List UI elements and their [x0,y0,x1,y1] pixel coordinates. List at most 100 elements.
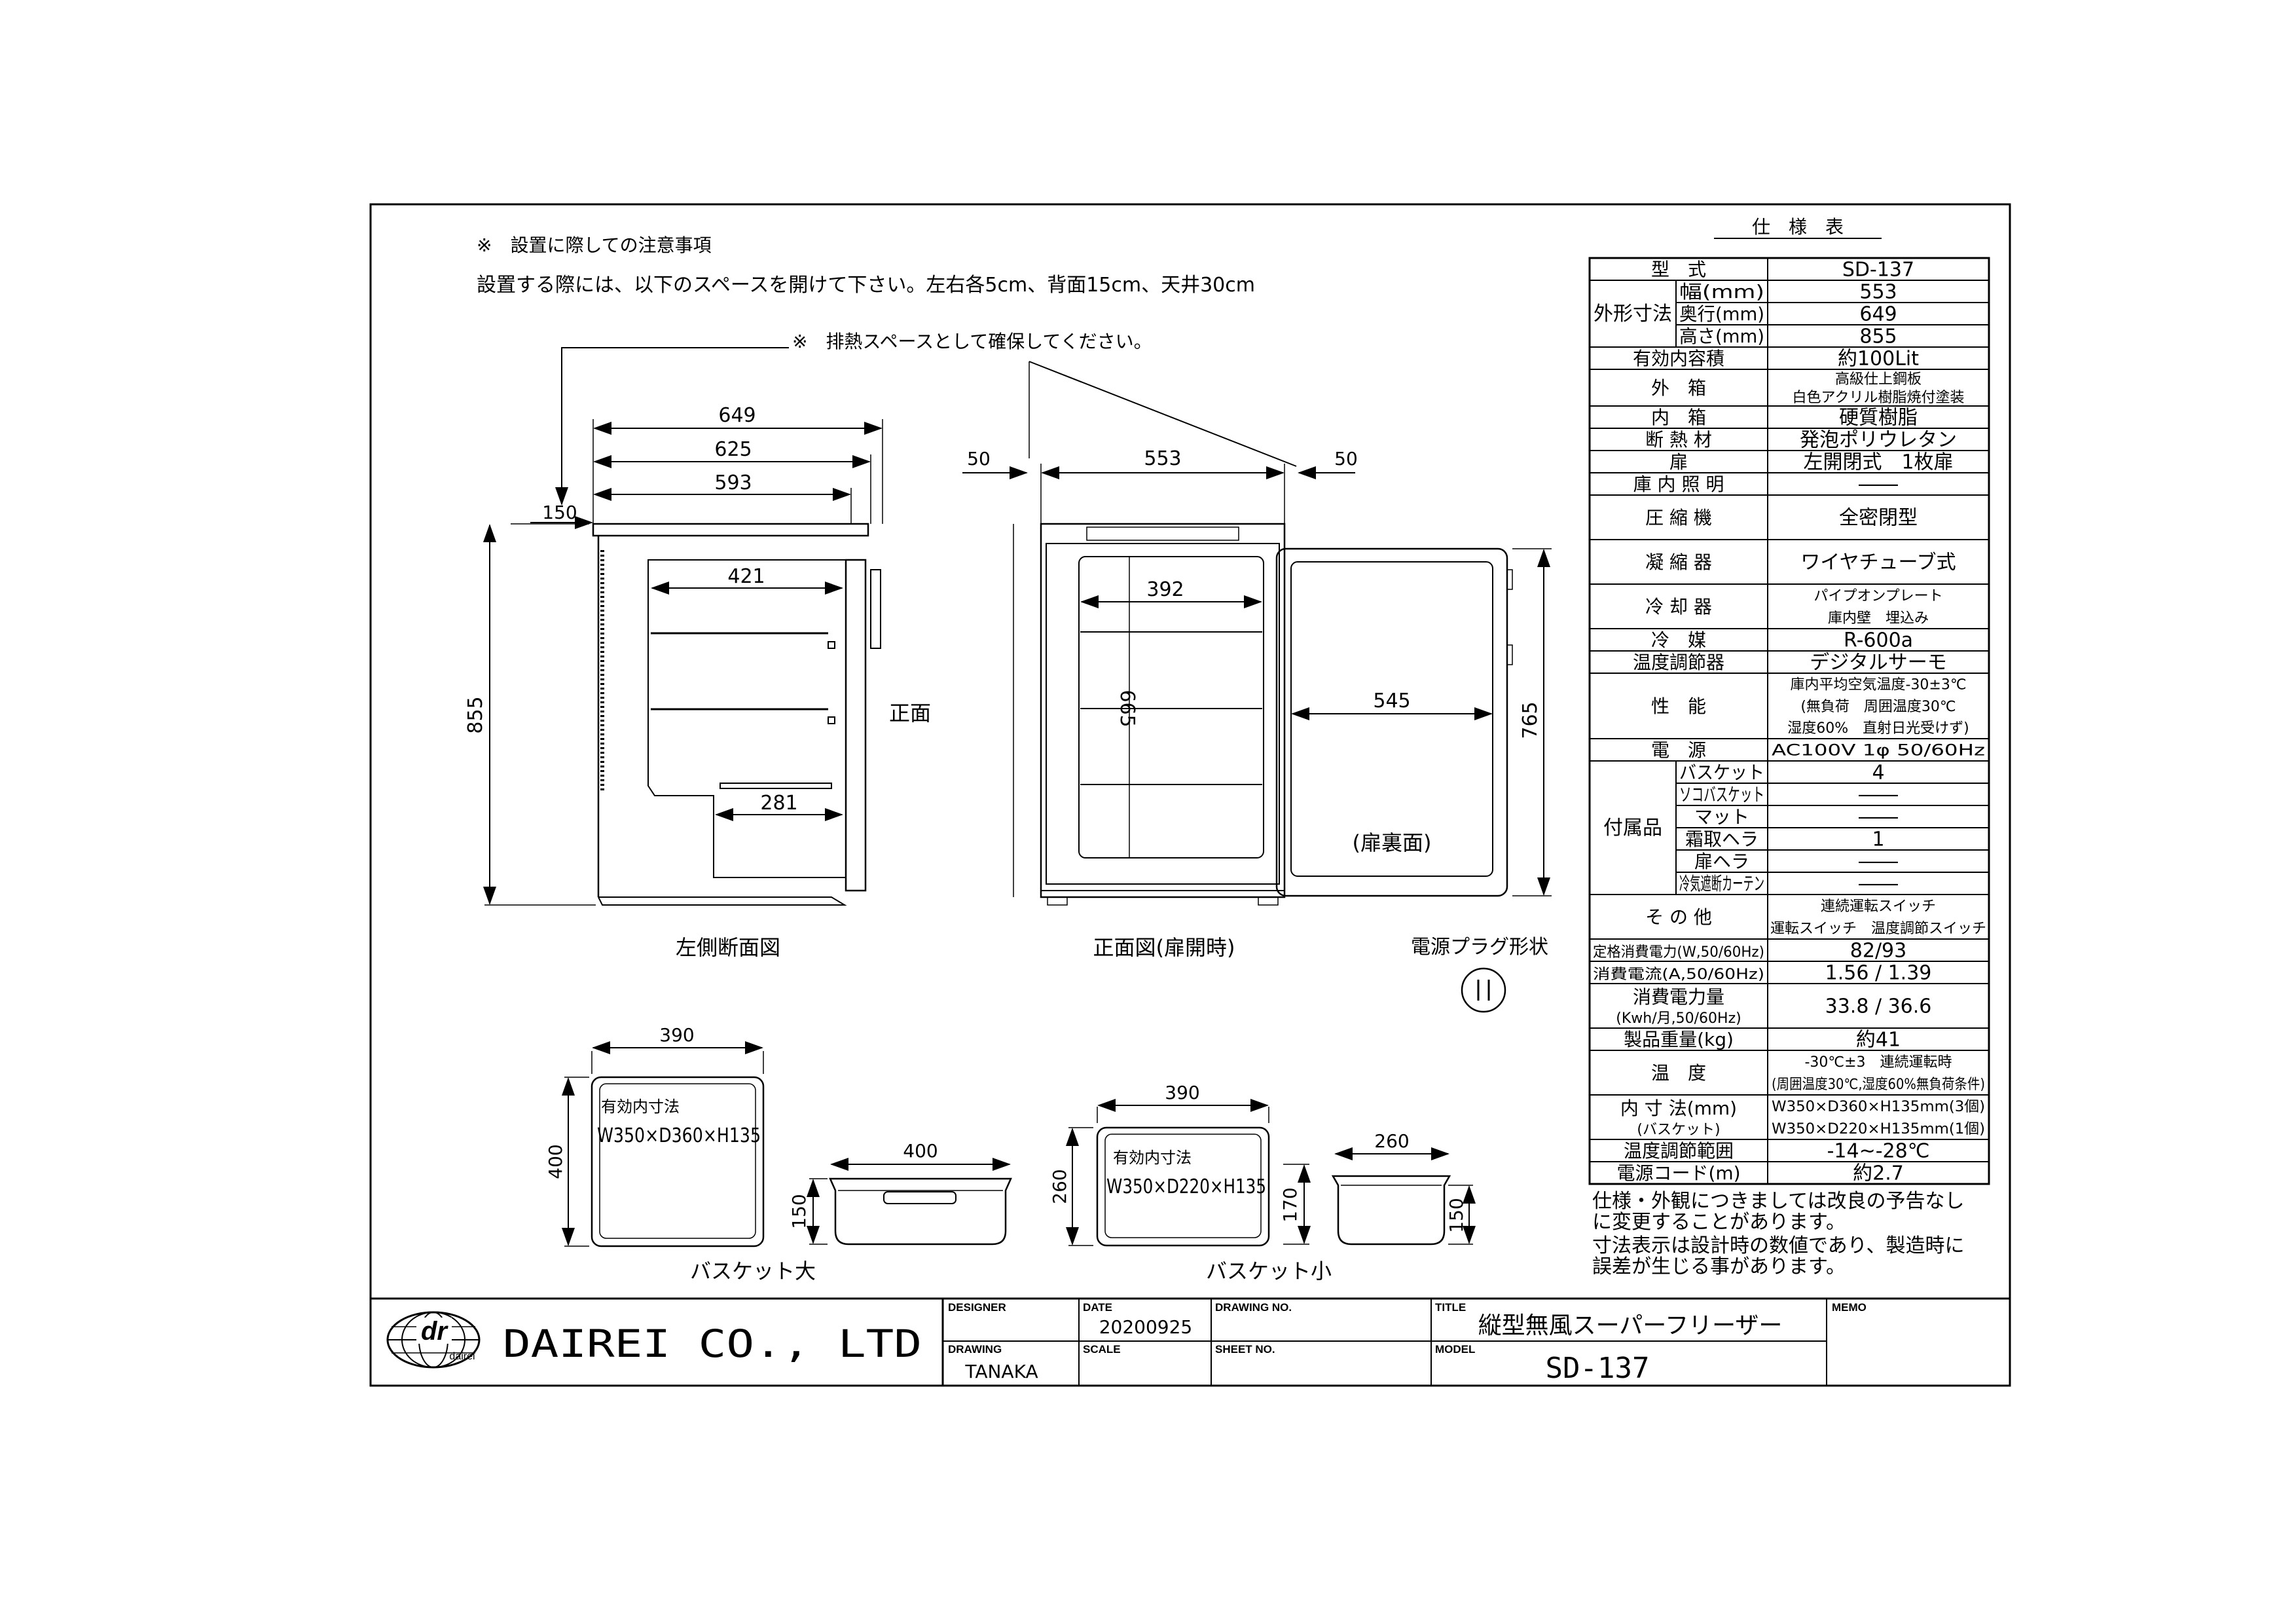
spec-row-value: 高級仕上鋼板 [1835,371,1922,388]
side-section-view: 649 625 593 150 421 281 855 [464,404,883,906]
date-value: 20200925 [1099,1316,1193,1338]
spec-row-value: 発泡ポリウレタン [1800,429,1957,452]
drawing-no-label: DRAWING NO. [1215,1301,1292,1314]
dim-281: 281 [760,792,797,815]
dim-625: 625 [714,438,752,461]
spec-row-label: 扉ヘラ [1694,851,1749,872]
spec-row-value: 運転スイッチ 温度調節スイッチ [1770,921,1986,937]
basket-large-depth: 400 [545,1144,566,1179]
dim-765: 765 [1519,701,1542,739]
spec-row-value: 約2.7 [1853,1162,1904,1185]
spec-group-label: 外形寸法 [1594,303,1672,325]
basket-small-length: 260 [1374,1130,1409,1152]
dim-649: 649 [718,404,756,427]
spec-row-value: 1.56 / 1.39 [1825,962,1932,985]
spec-row-value: ワイヤチューブ式 [1800,551,1956,574]
spec-title: 仕 様 表 [1752,216,1844,238]
spec-row-value: -30℃±3 連続運転時 [1804,1054,1952,1071]
dim-855: 855 [464,696,487,733]
spec-row-label: 性 能 [1651,695,1706,717]
spec-row-label: 冷気遮断カーテン [1679,873,1764,895]
spec-footnote-1: 仕様・外観につきましては改良の予告なし [1592,1190,1965,1213]
spec-footnote-3: 寸法表示は設計時の数値であり、製造時に [1592,1234,1965,1257]
spec-row-value: 4 [1872,762,1884,784]
spec-row-value: 約41 [1856,1029,1901,1052]
designer-label: DESIGNER [948,1301,1006,1314]
spec-row-value: 連続運転スイッチ [1821,898,1936,915]
spec-row-label: 断 熱 材 [1645,429,1712,451]
spec-row-label: 内 寸 法(mm) [1620,1098,1737,1119]
dim-545: 545 [1373,690,1410,712]
spec-row-value: 庫内平均空気温度-30±3℃ [1790,677,1966,693]
spec-row-value: 33.8 / 36.6 [1825,995,1932,1018]
basket-small-caption: バスケット小 [1206,1259,1332,1283]
logo-mark-text: dr [421,1317,448,1346]
date-label: DATE [1083,1301,1112,1314]
spec-row-value: 約100Lit [1838,348,1919,371]
spec-footnote-2: に変更することがあります。 [1592,1211,1846,1234]
sheet-no-label: SHEET NO. [1215,1343,1275,1356]
plug-symbol [1461,967,1506,1013]
basket-large-caption: バスケット大 [690,1259,816,1283]
company-logo: dr dairei [386,1311,481,1369]
exhaust-note: ※ 排熱スペースとして確保してください。 [792,331,1152,352]
spec-row-label: 有効内容積 [1633,348,1724,369]
notes-line: 設置する際には、以下のスペースを開けて下さい。左右各5cm、背面15cm、天井3… [477,274,1255,297]
spec-row-label: 霜取ヘラ [1685,828,1758,850]
spec-row-value: ―― [1859,873,1898,896]
company-name: DAIREI CO., LTD [503,1321,922,1366]
spec-row-label: 圧 縮 機 [1645,507,1712,528]
spec-row-value: 庫内壁 埋込み [1828,610,1929,627]
notes-heading: ※ 設置に際しての注意事項 [477,234,712,256]
spec-row-label: 内 箱 [1651,407,1706,428]
spec-row-label: 扉 [1669,451,1688,473]
basket-small-width: 390 [1165,1082,1199,1103]
spec-row-label: 高さ(mm) [1679,325,1764,347]
dim-50-right: 50 [1334,448,1358,470]
model-value: SD-137 [1546,1352,1650,1385]
plug-title: 電源プラグ形状 [1411,936,1548,959]
front-view: 50 553 50 392 665 545 (扉裏面) 765 [962,361,1552,906]
spec-row-label: ソコバスケット [1679,784,1764,805]
spec-row-value: AC100V 1φ 50/60Hz [1772,741,1985,760]
spec-row-value: 553 [1859,281,1897,304]
spec-row-value: ―― [1859,806,1898,829]
spec-row-label: 冷 媒 [1651,629,1706,651]
logo-sub-text: dairei [449,1351,475,1362]
spec-row-label-sub: (Kwh/月,50/60Hz) [1616,1010,1741,1027]
drawing-value: TANAKA [964,1361,1038,1382]
spec-row-value: 硬質樹脂 [1839,407,1918,430]
spec-row-label: 電 源 [1651,739,1706,761]
spec-row-label: 消費電流(A,50/60Hz) [1593,967,1764,983]
title-label: TITLE [1435,1301,1466,1314]
spec-row-label: 奥行(mm) [1679,303,1764,325]
spec-row-value: 全密閉型 [1839,507,1918,530]
spec-row-value: 白色アクリル樹脂焼付塗装 [1793,390,1965,406]
spec-row-value: パイプオンプレート [1813,588,1942,604]
spec-row-value: SD-137 [1842,259,1914,282]
spec-row-value: 82/93 [1850,940,1906,963]
basket-small-inner-label: 有効内寸法 [1113,1149,1192,1167]
side-view-caption: 左側断面図 [676,935,780,960]
front-label: 正面 [889,701,931,726]
spec-row-label: 製品重量(kg) [1624,1029,1734,1050]
drawing-label: DRAWING [948,1343,1002,1356]
door-back-label: (扉裏面) [1353,830,1432,855]
basket-small-depth: 260 [1049,1169,1070,1204]
memo-label: MEMO [1832,1301,1867,1314]
spec-row-label: 庫 内 照 明 [1633,473,1724,495]
spec-row-label: 温 度 [1651,1062,1706,1084]
spec-row-value: 湿度60% 直射日光受けず) [1787,720,1969,737]
model-label: MODEL [1435,1343,1475,1356]
spec-row-label: 凝 縮 器 [1645,551,1712,573]
spec-row-label-sub: (バスケット) [1637,1122,1720,1138]
spec-row-value: ―― [1859,784,1898,807]
basket-large-height: 150 [788,1194,810,1228]
basket-large-inner-size: W350×D360×H135 [597,1124,761,1147]
basket-large: 390 有効内寸法 W350×D360×H135 400 400 150 [545,1024,1012,1247]
exhaust-leader [555,347,789,506]
spec-group-label: 付属品 [1603,817,1662,840]
spec-row-value: W350×D220×H135mm(1個) [1772,1121,1985,1137]
dim-553: 553 [1144,447,1181,470]
